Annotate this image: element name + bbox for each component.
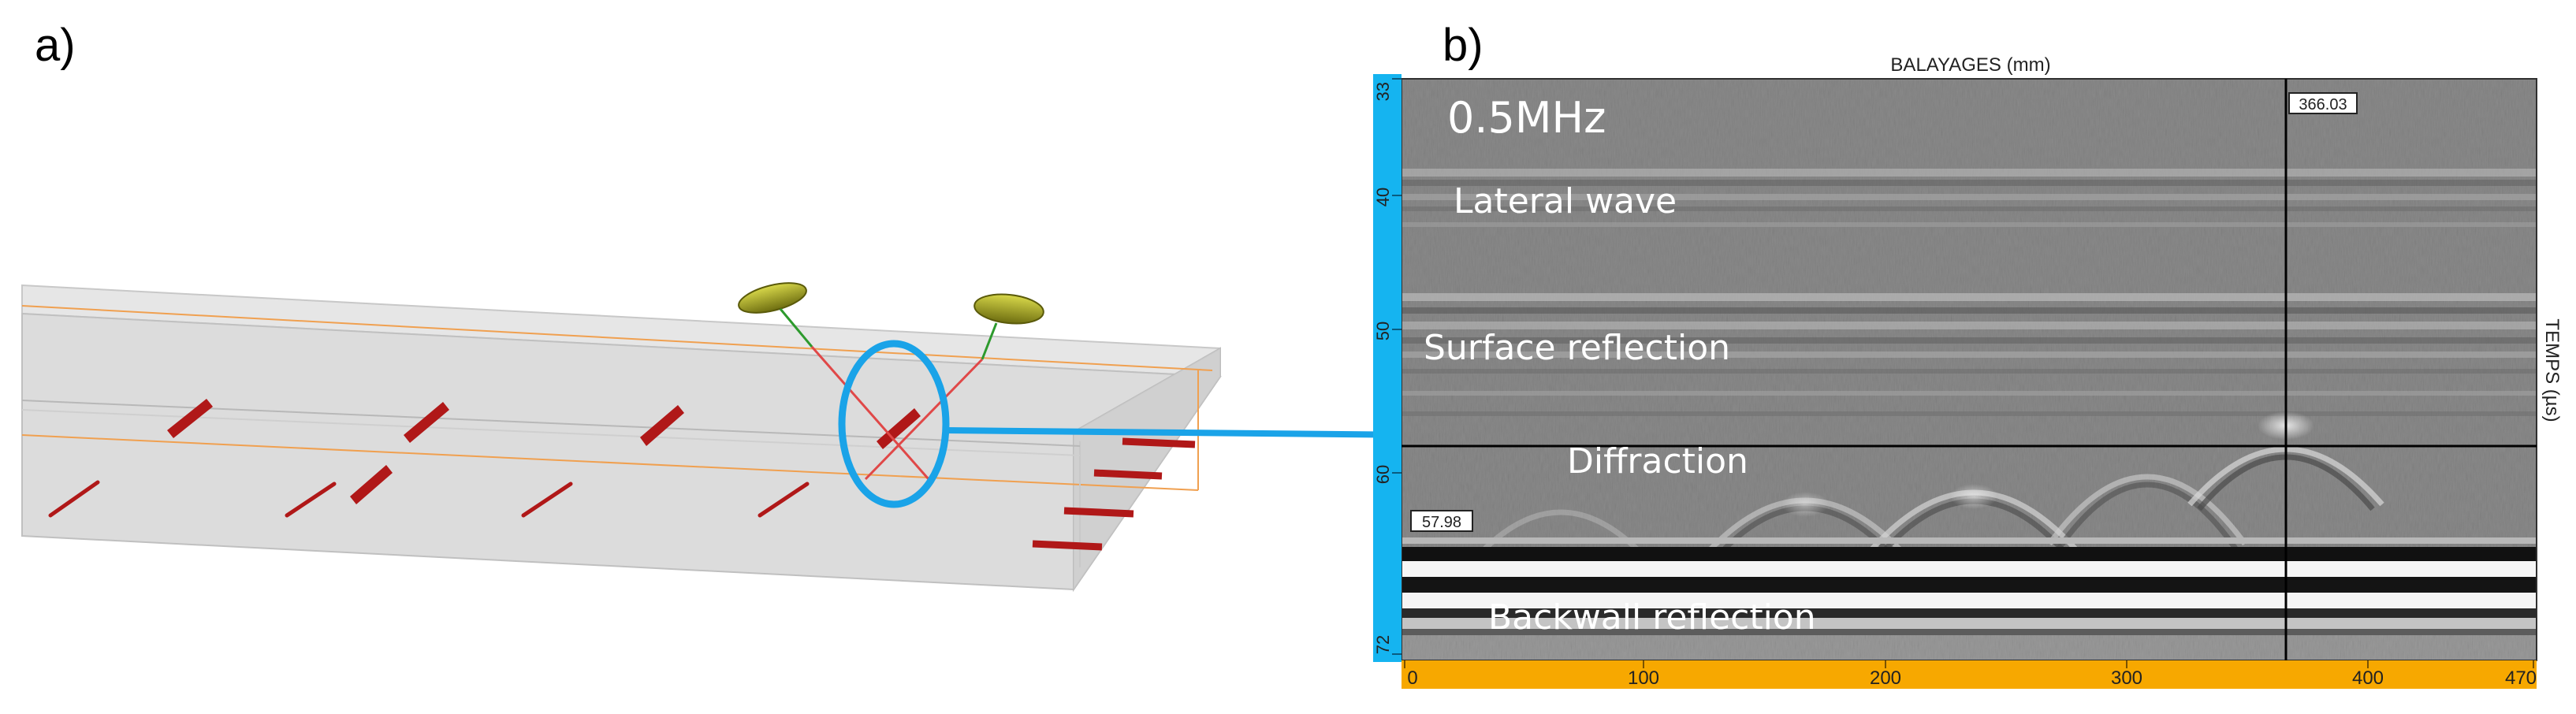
y-tick-33: 33 <box>1373 82 1393 101</box>
cursor-y-readout-box: 57.98 <box>1410 510 1473 532</box>
surface-reflection-label: Surface reflection <box>1424 328 1730 368</box>
lateral-wave-label: Lateral wave <box>1454 181 1677 221</box>
right-axis-title: TEMPS (µs) <box>2541 318 2563 422</box>
ultrasound-ray-paths <box>810 346 984 481</box>
x-tick-labels: 0 100 200 300 400 470 <box>1407 668 2537 689</box>
backwall-reflection-label: Backwall reflection <box>1488 597 1816 638</box>
bscan-image <box>1402 79 2537 660</box>
defects-end-face <box>1032 437 1196 551</box>
x-tick-100: 100 <box>1628 668 1659 689</box>
x-tick-200: 200 <box>1870 668 1901 689</box>
x-tick-400: 400 <box>2352 668 2384 689</box>
cursor-x-readout-box: 366.03 <box>2288 92 2358 114</box>
bottom-axis-ticks <box>1404 660 2534 668</box>
backwall-reflection-bands <box>1402 537 2537 660</box>
highlight-circle <box>838 340 950 508</box>
y-tick-40: 40 <box>1373 188 1393 206</box>
cursor-crosshair <box>1402 79 2537 660</box>
x-tick-0: 0 <box>1407 668 1417 689</box>
defect-middle <box>350 465 393 504</box>
lateral-wave-bands <box>1402 169 2537 227</box>
y-tick-60: 60 <box>1373 465 1393 484</box>
transmitter-probe <box>738 282 813 348</box>
bottom-axis-bar <box>1402 660 2537 689</box>
left-axis-ticks <box>1392 78 1402 655</box>
defects-upper-row <box>167 399 921 449</box>
x-tick-300: 300 <box>2111 668 2142 689</box>
y-tick-72: 72 <box>1373 635 1393 654</box>
cursor-y-readout: 57.98 <box>1422 514 1461 531</box>
diffraction-label: Diffraction <box>1567 441 1748 482</box>
frequency-label: 0.5MHz <box>1447 93 1606 143</box>
y-tick-labels: 33 40 50 60 72 <box>1373 82 1393 654</box>
y-tick-50: 50 <box>1373 322 1393 340</box>
panel-b-label: b) <box>1442 20 1483 71</box>
left-axis-bar <box>1373 74 1402 662</box>
surface-reflection-bands <box>1402 293 2537 416</box>
receiver-probe <box>973 293 1044 360</box>
specimen-block <box>21 284 1222 593</box>
x-tick-470: 470 <box>2505 668 2537 689</box>
cursor-x-readout: 366.03 <box>2299 96 2347 113</box>
defects-lower-row <box>48 480 810 518</box>
panel-a-label: a) <box>35 20 76 71</box>
top-axis-title: BALAYAGES (mm) <box>1890 54 2050 76</box>
